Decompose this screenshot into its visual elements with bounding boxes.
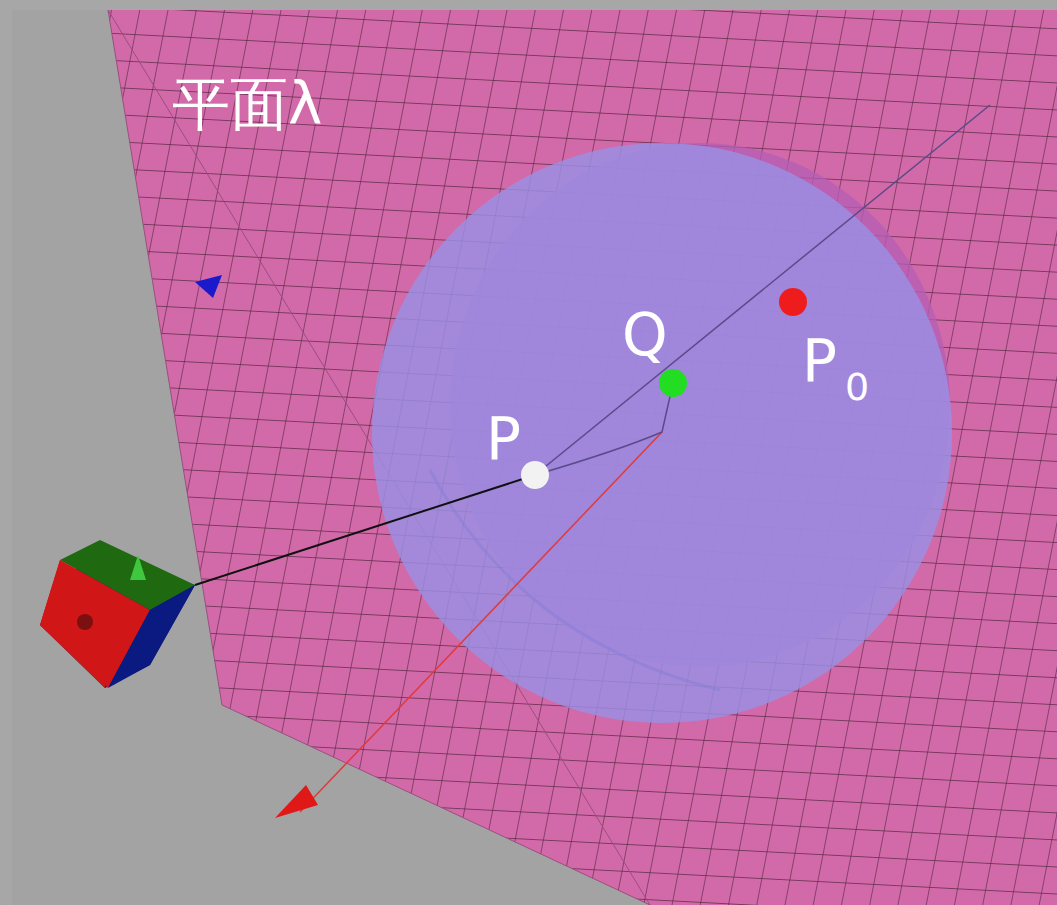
view-ray bbox=[195, 475, 535, 585]
axis-arrowhead bbox=[195, 275, 222, 298]
point-p bbox=[521, 461, 549, 489]
point-label: P bbox=[802, 332, 837, 390]
point-label: P bbox=[486, 410, 521, 468]
projection-line bbox=[535, 383, 673, 475]
point-label: Q bbox=[622, 306, 668, 364]
camera-cube bbox=[108, 585, 195, 688]
subscript: 0 bbox=[845, 368, 869, 406]
point-p0 bbox=[779, 288, 807, 316]
x-axis bbox=[300, 432, 662, 812]
axis-arrowhead bbox=[275, 785, 318, 818]
plane-label: 平面λ bbox=[172, 75, 322, 133]
cube-marker bbox=[130, 555, 146, 580]
point-q bbox=[659, 369, 687, 397]
projection-line bbox=[535, 105, 990, 475]
cube-marker bbox=[77, 614, 93, 630]
sphere-shade bbox=[430, 470, 720, 690]
